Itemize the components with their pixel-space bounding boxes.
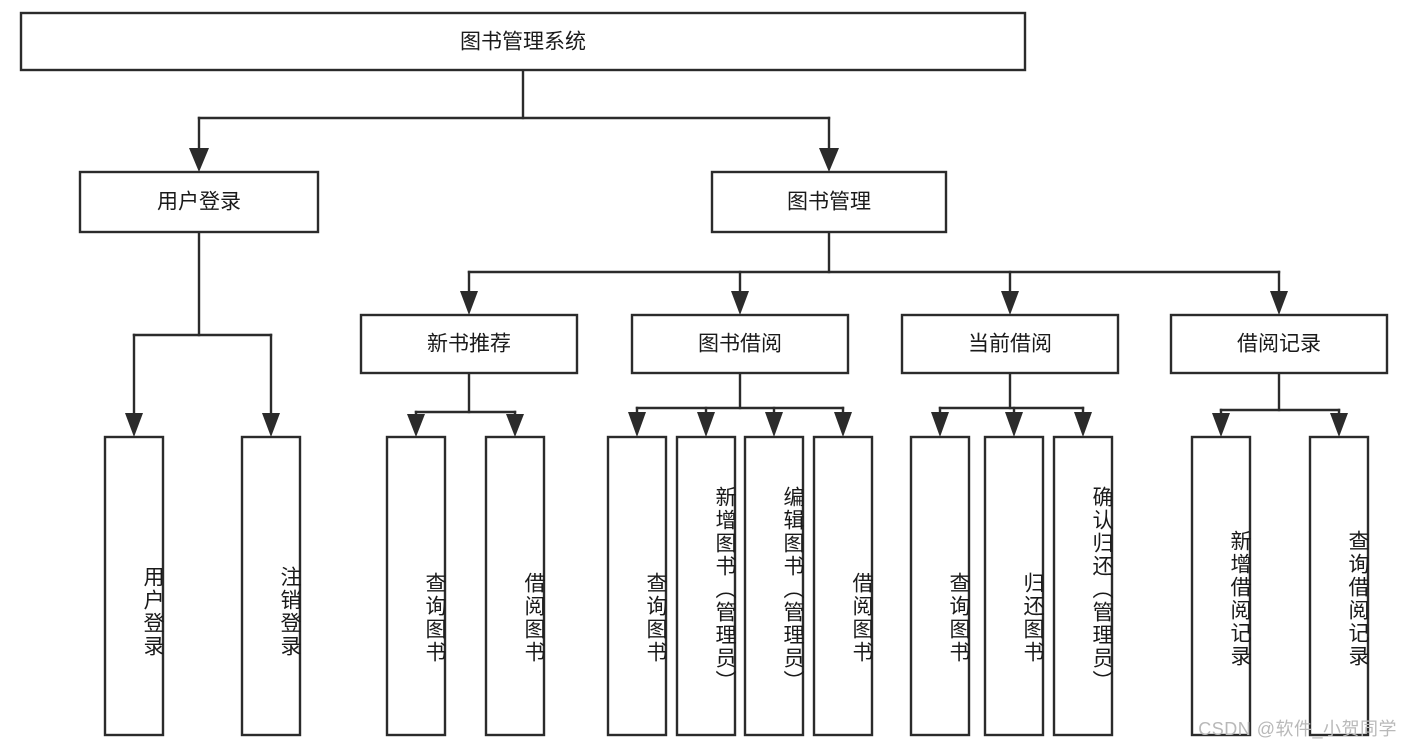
- node-root[interactable]: 图书管理系统: [19, 11, 1027, 72]
- node-user-login-label: 用户登录: [157, 191, 241, 214]
- node-leaf-return-book-rect[interactable]: [983, 435, 1045, 737]
- arrow-head-user-login: [189, 148, 209, 172]
- node-root-label: 图书管理系统: [460, 31, 586, 54]
- node-leaf-query-book-2-rect[interactable]: [606, 435, 668, 737]
- connector-group-borrow-record: [1212, 371, 1348, 437]
- node-leaf-confirm-return-rect[interactable]: [1052, 435, 1114, 737]
- node-borrow-record[interactable]: 借阅记录: [1169, 313, 1389, 375]
- connector-group-current-borrow: [931, 371, 1092, 437]
- node-leaf-user-logout-rect[interactable]: [240, 435, 302, 737]
- arrow-head-borrow-record: [1270, 291, 1288, 315]
- arrow-head-current-borrow: [1001, 291, 1019, 315]
- node-leaf-query-book-1-rect[interactable]: [385, 435, 447, 737]
- node-new-book-recommend-label: 新书推荐: [427, 333, 511, 356]
- arrow-head-leaf-query-book-3: [931, 412, 949, 437]
- node-new-book-recommend[interactable]: 新书推荐: [359, 313, 579, 375]
- connector-group-book-manage: [460, 230, 1288, 315]
- node-root-rect[interactable]: [19, 11, 1027, 72]
- node-leaf-query-book-3-rect[interactable]: [909, 435, 971, 737]
- connector-group-root: [189, 68, 839, 172]
- watermark: CSDN @软件_小贺同学: [1198, 719, 1397, 739]
- node-current-borrow-rect[interactable]: [900, 313, 1120, 375]
- connector-group-book-borrow: [628, 371, 852, 437]
- arrow-head-leaf-add-record: [1212, 413, 1230, 437]
- arrow-head-leaf-query-record: [1330, 413, 1348, 437]
- arrow-head-leaf-user-login: [125, 413, 143, 437]
- node-current-borrow-label: 当前借阅: [968, 333, 1052, 356]
- arrow-head-leaf-return-book: [1005, 412, 1023, 437]
- node-book-manage[interactable]: 图书管理: [710, 170, 948, 234]
- node-leaf-edit-book-rect[interactable]: [743, 435, 805, 737]
- node-leaf-borrow-book-1-rect[interactable]: [484, 435, 546, 737]
- arrow-head-leaf-user-logout: [262, 413, 280, 437]
- node-book-borrow-label: 图书借阅: [698, 333, 782, 356]
- arrow-head-leaf-query-book-1: [407, 414, 425, 437]
- connector-group-user-login: [125, 230, 280, 437]
- arrow-head-new-book-recommend: [460, 291, 478, 315]
- node-book-borrow-rect[interactable]: [630, 313, 850, 375]
- node-leaf-user-login-rect[interactable]: [103, 435, 165, 737]
- node-leaf-add-record-rect[interactable]: [1190, 435, 1252, 737]
- arrow-head-leaf-query-book-2: [628, 412, 646, 437]
- node-current-borrow[interactable]: 当前借阅: [900, 313, 1120, 375]
- arrow-head-leaf-confirm-return: [1074, 412, 1092, 437]
- arrow-head-leaf-edit-book: [765, 412, 783, 437]
- arrow-head-book-borrow: [731, 291, 749, 315]
- node-leaf-add-book-rect[interactable]: [675, 435, 737, 737]
- node-user-login[interactable]: 用户登录: [78, 170, 320, 234]
- node-book-manage-rect[interactable]: [710, 170, 948, 234]
- arrow-head-book-manage: [819, 148, 839, 172]
- node-leaf-borrow-book-2-rect[interactable]: [812, 435, 874, 737]
- arrow-head-leaf-add-book: [697, 412, 715, 437]
- node-leaf-query-record-rect[interactable]: [1308, 435, 1370, 737]
- node-borrow-record-label: 借阅记录: [1237, 333, 1321, 356]
- arrow-head-leaf-borrow-book-1: [506, 414, 524, 437]
- arrow-head-leaf-borrow-book-2: [834, 412, 852, 437]
- connector-group-new-book-recommend: [407, 371, 524, 437]
- node-new-book-recommend-rect[interactable]: [359, 313, 579, 375]
- node-user-login-rect[interactable]: [78, 170, 320, 234]
- node-borrow-record-rect[interactable]: [1169, 313, 1389, 375]
- node-book-manage-label: 图书管理: [787, 191, 871, 214]
- node-book-borrow[interactable]: 图书借阅: [630, 313, 850, 375]
